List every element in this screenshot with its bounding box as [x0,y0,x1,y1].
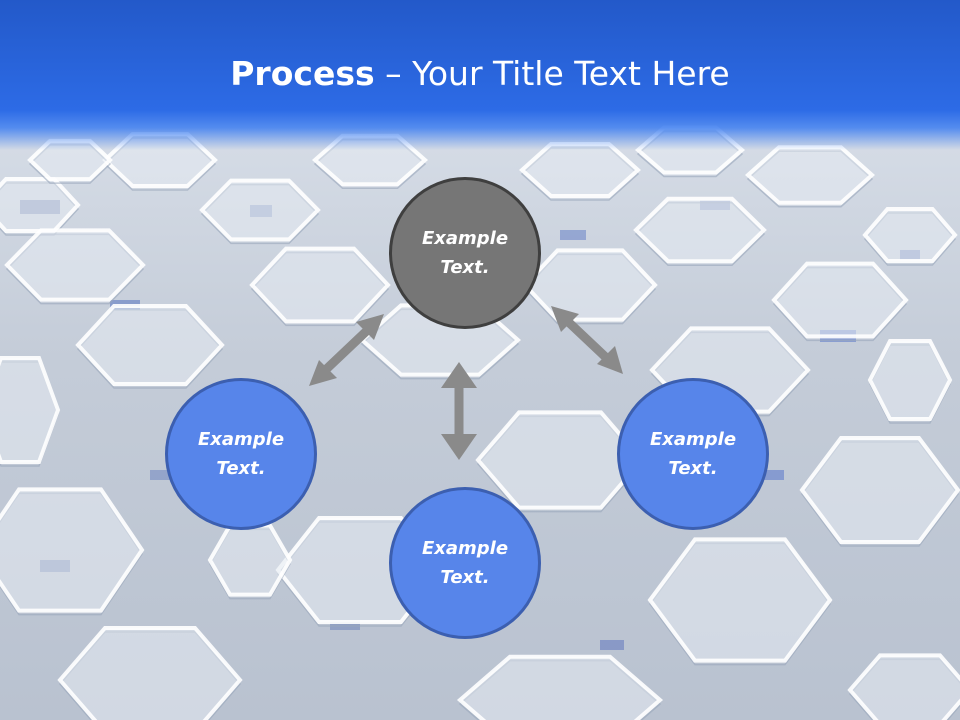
process-node-right: Example Text. [617,378,769,530]
process-node-bottom: Example Text. [389,487,541,639]
process-node-left: Example Text. [165,378,317,530]
slide-title-strong: Process [230,54,375,93]
connector-top-left [309,314,384,386]
connector-top-bottom [441,362,477,460]
slide-title: Process – Your Title Text Here [0,52,960,96]
node-label-top: Example Text. [421,228,509,278]
title-banner: Process – Your Title Text Here [0,0,960,150]
node-label-left: Example Text. [197,429,285,479]
node-label-bottom: Example Text. [421,538,509,588]
connector-top-right [551,306,623,374]
process-node-top: Example Text. [389,177,541,329]
slide-title-rest: – Your Title Text Here [374,54,730,93]
node-label-right: Example Text. [649,429,737,479]
